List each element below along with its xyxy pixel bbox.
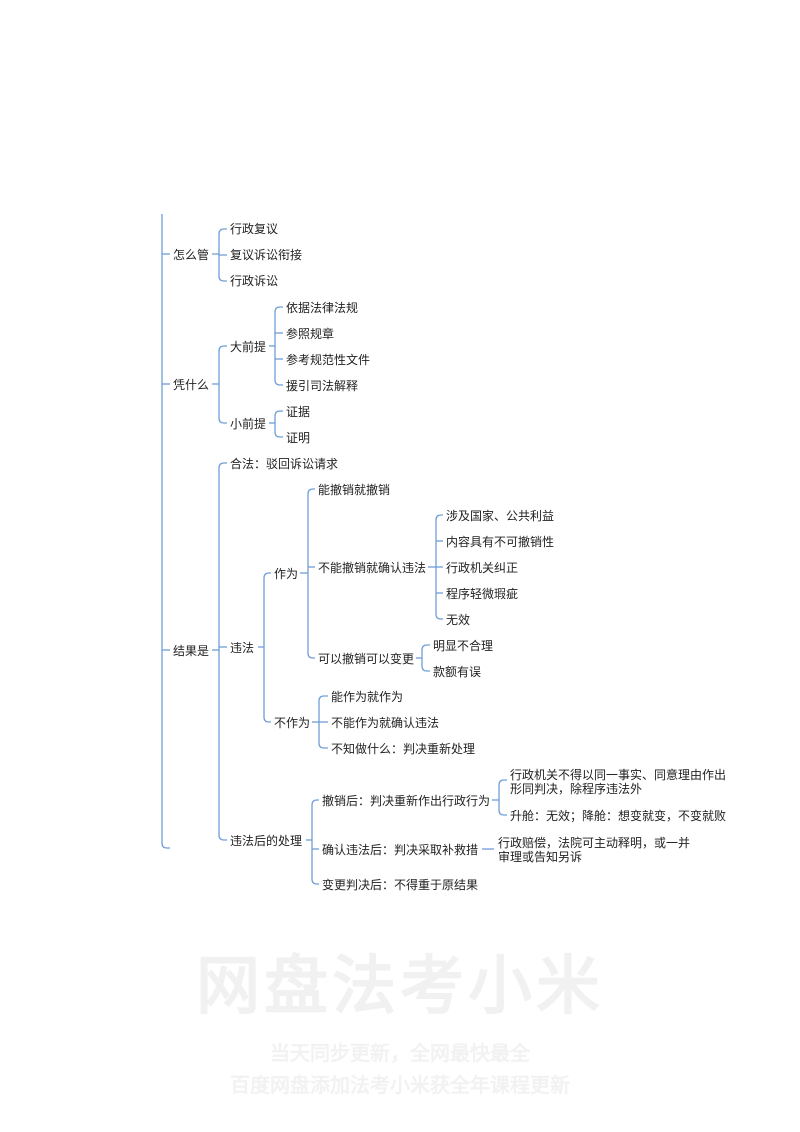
connector-line [307,488,315,659]
connector-line [218,462,227,841]
connector-line [274,410,283,438]
connector-line [421,644,430,672]
node-obviously-unreasonable: 明显不合理 [433,639,494,653]
node-national-interest: 涉及国家、公共利益 [446,509,555,523]
node-result: 结果是 [173,644,210,658]
connector-line [498,779,507,816]
node-proof: 证明 [286,431,311,445]
node-after-change: 变更判决后：不得重于原结果 [322,878,479,892]
node-legal-reject: 合法：驳回诉讼请求 [230,457,339,471]
connector-line [218,345,227,424]
node-act: 作为 [274,567,299,581]
connector-line [274,306,283,386]
node-amount-error: 款额有误 [433,665,482,679]
node-admin-compensation: 行政赔偿，法院可主动释明，或一并审理或告知另诉 [498,836,691,864]
connector-line [161,214,170,849]
watermark-line-1: 当天同步更新，全网最快最全 [270,1041,530,1065]
node-no-same-judgment: 行政机关不得以同一事实、同意理由作出形同判决，除程序违法外 [510,768,727,796]
node-based-on-what: 凭什么 [173,378,210,392]
node-act-if-possible: 能作为就作为 [331,690,404,704]
node-after-illegal: 违法后的处理 [230,834,303,848]
node-after-revocation: 撤销后：判决重新作出行政行为 [322,794,491,808]
node-cannot-act-confirm: 不能作为就确认违法 [331,716,440,730]
node-after-confirmation: 确认违法后：判决采取补救措 [322,843,479,857]
node-agency-correction: 行政机关纠正 [446,561,519,575]
watermark-title: 网盘法考小米 [196,950,604,1024]
node-confirm-illegal: 不能撤销就确认违法 [318,561,427,575]
node-refer-rules: 参照规章 [286,327,335,341]
node-void: 无效 [446,613,471,627]
watermark-line-2: 百度网盘添加法考小米获全年课程更新 [230,1073,570,1097]
node-how-to-manage: 怎么管 [173,248,210,262]
node-evidence: 证据 [286,405,311,419]
node-rehandle-judgment: 不知做什么：判决重新处理 [331,742,476,756]
node-revoke-if-possible: 能撤销就撤销 [318,483,391,497]
node-laws-regulations: 依据法律法规 [286,301,359,315]
connector-line [311,799,319,885]
node-minor-premise: 小前提 [230,417,267,431]
node-upgrade-downgrade: 升舱：无效；降舱：想变就变，不变就败 [510,809,727,823]
node-reconsideration-litigation-link: 复议诉讼衔接 [230,248,303,262]
connector-line [263,572,271,723]
node-admin-reconsideration: 行政复议 [230,222,279,236]
node-major-premise: 大前提 [230,340,267,354]
node-admin-litigation: 行政诉讼 [230,274,279,288]
node-revoke-or-change: 可以撤销可以变更 [318,652,415,666]
node-normative-documents: 参考规范性文件 [286,353,371,367]
node-omission: 不作为 [274,716,311,730]
node-judicial-interpretation: 援引司法解释 [286,379,359,393]
node-irrevocable-content: 内容具有不可撤销性 [446,535,555,549]
node-minor-procedural-flaw: 程序轻微瑕疵 [446,587,519,601]
node-illegal: 违法 [230,641,255,655]
